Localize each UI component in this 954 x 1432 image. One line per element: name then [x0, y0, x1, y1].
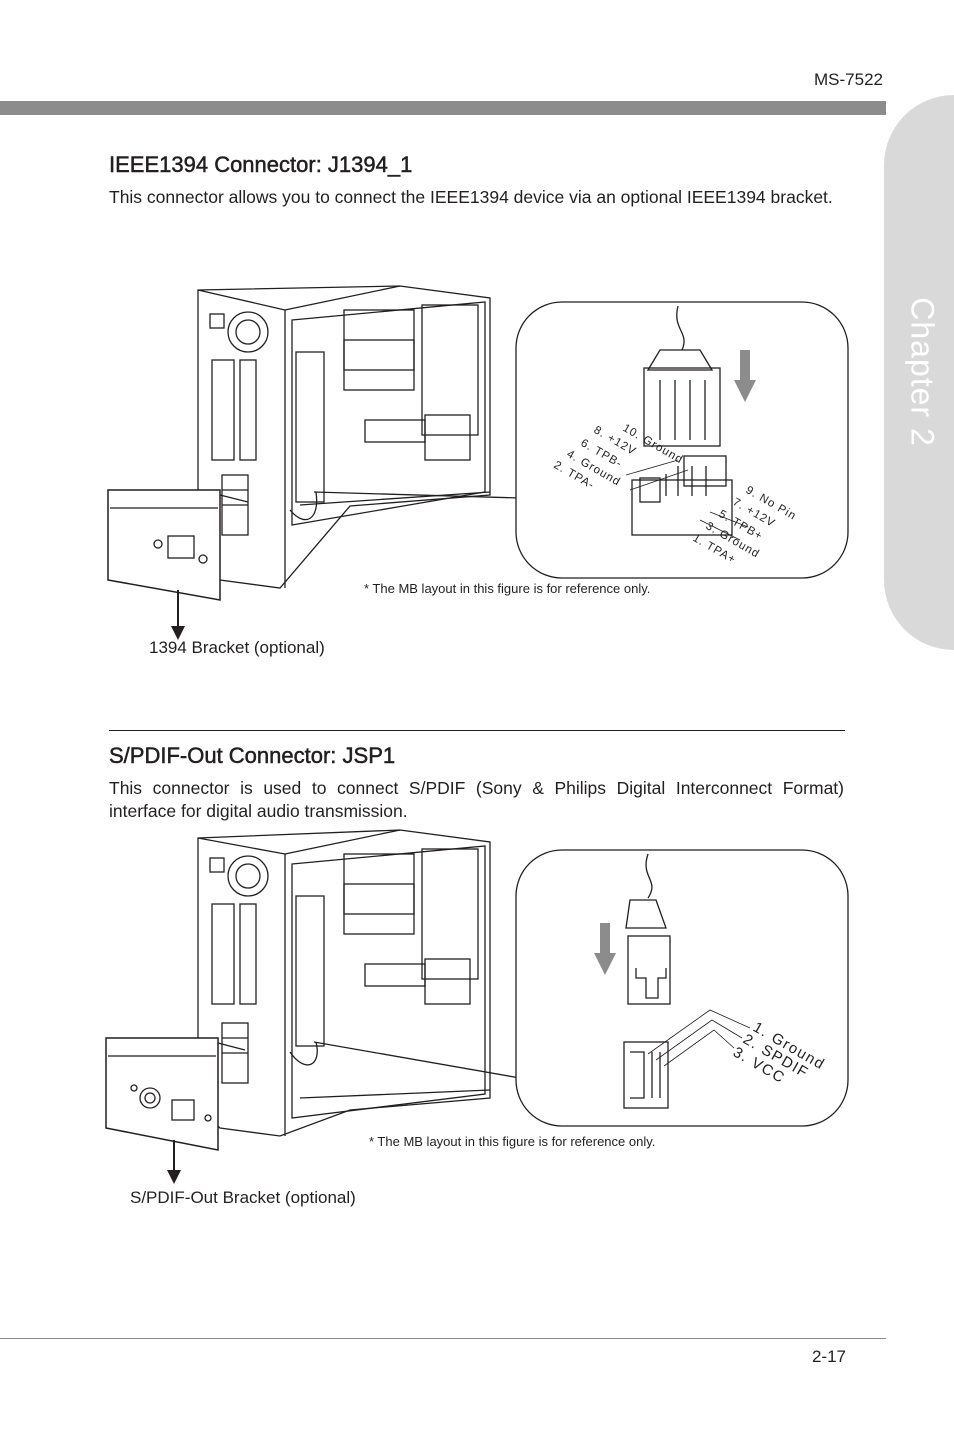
figure-caption-ieee1394: 1394 Bracket (optional) — [149, 638, 325, 657]
section-body-ieee1394: This connector allows you to connect the… — [109, 187, 833, 207]
figure-note-spdif: * The MB layout in this figure is for re… — [369, 1134, 656, 1149]
figure-caption-spdif: S/PDIF-Out Bracket (optional) — [130, 1188, 356, 1207]
chapter-tab — [884, 95, 954, 650]
footer-rule — [0, 1338, 886, 1339]
section-divider — [109, 730, 845, 731]
figure-note-ieee1394: * The MB layout in this figure is for re… — [364, 581, 651, 596]
spdif-figure: 1. Ground 2. SPDIF 3. VCC — [105, 829, 849, 1184]
header-bar — [0, 101, 886, 115]
section-title-ieee1394: IEEE1394 Connector: J1394_1 — [109, 152, 413, 178]
page-number: 2-17 — [811, 1347, 846, 1366]
ieee1394-figure: 10. Ground 8. +12V 6. TPB- 4. Ground 2. … — [107, 285, 849, 640]
model-number: MS-7522 — [814, 70, 883, 89]
section-body-spdif: This connector is used to connect S/PDIF… — [109, 778, 844, 821]
chapter-tab-label: Chapter 2 — [904, 297, 941, 447]
section-title-spdif: S/PDIF-Out Connector: JSP1 — [109, 743, 396, 769]
